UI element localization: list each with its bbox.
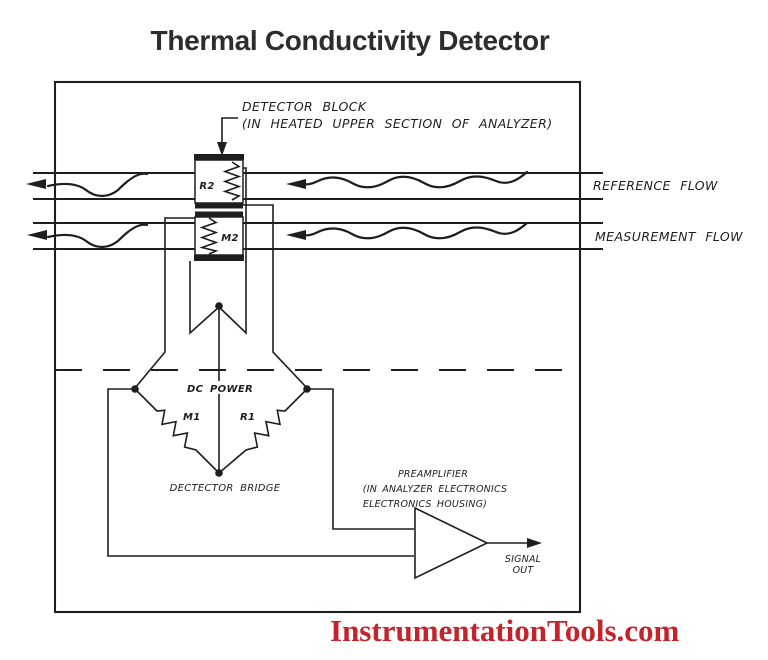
- bridge-left-node: [131, 385, 139, 393]
- filament-m2-zigzag: [199, 217, 219, 255]
- block-top-bar: [194, 154, 244, 160]
- m1-label: M1: [183, 412, 201, 423]
- wire-r2-to-top-node: [218, 167, 247, 335]
- detector-block-callout: DETECTOR BLOCK (IN HEATED UPPER SECTION …: [217, 99, 552, 156]
- page-title: Thermal Conductivity Detector: [150, 25, 550, 56]
- opamp-triangle: [414, 506, 489, 580]
- wire-to-left-node: [134, 217, 196, 389]
- bridge-right-node: [303, 385, 311, 393]
- signal-out-label-line1: SIGNAL: [505, 554, 541, 565]
- analyzer-enclosure-box: [53, 80, 582, 614]
- block-bottom-bar: [194, 255, 244, 261]
- dc-power-label-bg: [186, 381, 254, 394]
- bridge-wiring: [107, 167, 414, 557]
- preamp-label-line3: ELECTRONICS HOUSING): [363, 499, 487, 510]
- reference-outlet-arrowhead-icon: [26, 179, 46, 189]
- measurement-inlet-wave: [302, 221, 529, 240]
- reference-outlet-wave: [46, 172, 149, 198]
- r1-label: R1: [240, 412, 255, 423]
- resistor-m1: [134, 388, 220, 474]
- bridge-bottom-node: [215, 469, 223, 477]
- wire-left-node-to-preamp: [107, 388, 414, 557]
- preamp-label-line1: PREAMPLIFIER: [398, 469, 468, 480]
- reference-inlet-wave: [302, 170, 529, 189]
- callout-arrowhead-icon: [217, 142, 227, 156]
- reference-inlet-arrowhead-icon: [286, 179, 306, 189]
- preamp-label-line2: (IN ANALYZER ELECTRONICS: [363, 484, 507, 495]
- wire-right-node-to-preamp: [307, 388, 414, 530]
- flow-channels: [33, 171, 603, 251]
- flow-arrows: [26, 170, 529, 249]
- dc-power-label: DC POWER: [187, 384, 253, 395]
- signal-out-label-line2: OUT: [513, 565, 535, 576]
- output-arrowhead-icon: [527, 538, 542, 548]
- measurement-outlet-wave: [46, 223, 149, 249]
- callout-leader-line: [221, 117, 238, 146]
- resistor-r1: [218, 388, 308, 474]
- block-mid-bar-lower: [195, 211, 243, 217]
- detector-block-callout-line2: (IN HEATED UPPER SECTION OF ANALYZER): [242, 116, 552, 131]
- wire-to-right-node: [243, 204, 308, 389]
- reference-flow-label: REFERENCE FLOW: [593, 178, 718, 193]
- filament-r2-zigzag: [222, 161, 242, 201]
- block-mid-bar-upper: [195, 203, 243, 209]
- measurement-flow-label: MEASUREMENT FLOW: [595, 229, 743, 244]
- detector-bridge-caption: DECTECTOR BRIDGE: [170, 483, 281, 494]
- bridge-top-node: [215, 302, 223, 310]
- measurement-inlet-arrowhead-icon: [286, 230, 306, 240]
- wire-m2-to-top-node: [189, 261, 220, 335]
- measurement-outlet-arrowhead-icon: [27, 230, 47, 240]
- detector-block-callout-line1: DETECTOR BLOCK: [242, 99, 368, 114]
- m2-label: M2: [221, 233, 239, 244]
- r2-label: R2: [199, 181, 214, 192]
- preamplifier: PREAMPLIFIER (IN ANALYZER ELECTRONICS EL…: [363, 469, 542, 580]
- detector-block: R2 M2: [194, 154, 244, 261]
- watermark-brand: InstrumentationTools.com: [330, 613, 680, 648]
